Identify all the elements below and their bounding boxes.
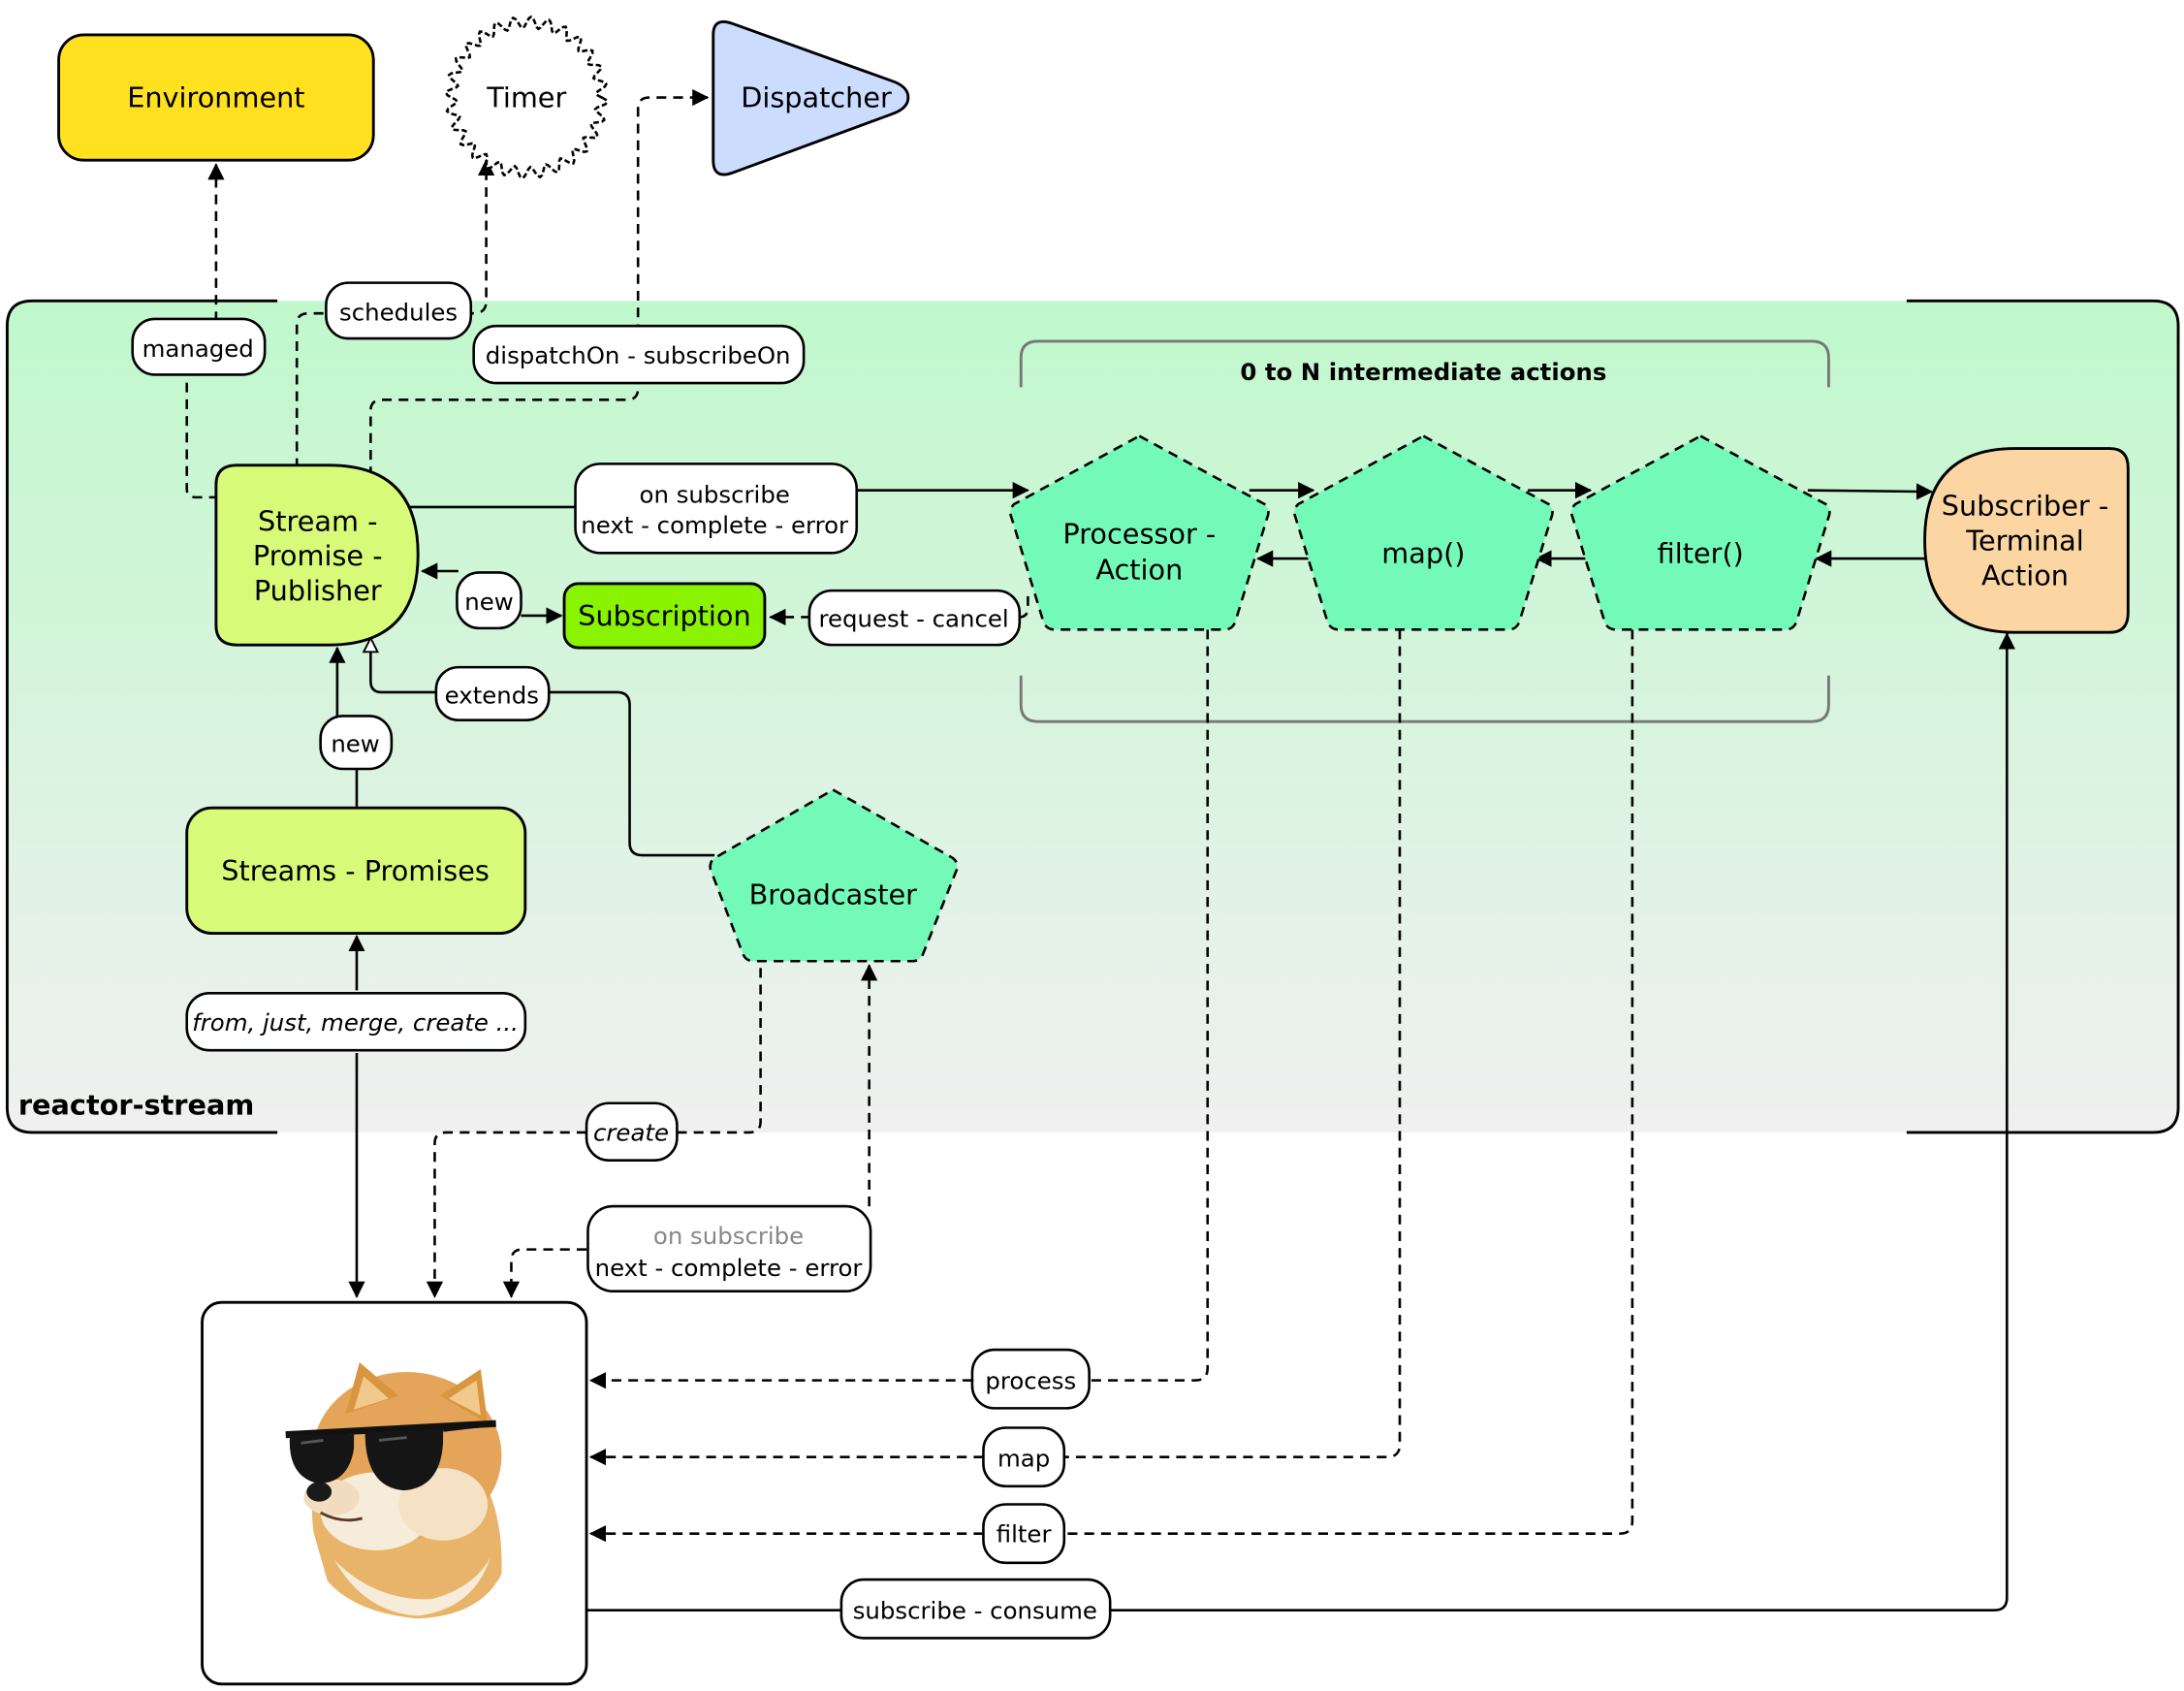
edge-schedules	[295, 158, 495, 468]
user-box	[201, 1300, 588, 1686]
edge-extends	[370, 638, 715, 857]
subscriber-label-3: Action	[1981, 558, 2069, 591]
subscriber-label-2: Terminal	[1965, 524, 2083, 557]
label-extends: extends	[434, 665, 551, 722]
subscriber-label-1: Subscriber -	[1942, 490, 2108, 523]
label-dispatch-on: dispatchOn - subscribeOn	[472, 324, 806, 385]
edge-on-subscribe	[406, 491, 1029, 509]
label-schedules-text: schedules	[339, 298, 458, 326]
label-subscribe-consume-text: subscribe - consume	[853, 1596, 1097, 1624]
node-broadcaster: Broadcaster	[709, 788, 959, 963]
edge-request-cancel	[771, 595, 1029, 618]
label-map-text: map	[997, 1445, 1050, 1473]
label-filter: filter	[982, 1503, 1066, 1565]
label-new-stream: new	[319, 715, 394, 771]
node-environment: Environment	[57, 33, 375, 162]
doge-icon	[285, 1361, 502, 1619]
label-on-subscribe-line-1: on subscribe	[640, 481, 790, 509]
node-timer: Timer	[444, 15, 610, 180]
node-dispatcher: Dispatcher	[712, 20, 910, 176]
label-managed: managed	[131, 317, 267, 376]
label-new-subscription-text: new	[464, 588, 513, 616]
edge-filter	[590, 629, 1634, 1533]
edge-new-stream	[337, 648, 359, 807]
edge-filter-to-subscriber	[1807, 483, 1934, 500]
edge-labels: managed schedules dispatchOn - subscribe…	[131, 281, 1112, 1640]
label-on-subscribe: on subscribe next - complete - error	[574, 463, 859, 555]
label-schedules: schedules	[325, 281, 473, 340]
label-request-cancel: request - cancel	[807, 589, 1022, 647]
edge-managed	[185, 163, 225, 499]
intermediate-actions-bracket: 0 to N intermediate actions	[1019, 339, 1830, 723]
node-processor-action: Processor - Action	[1008, 434, 1270, 631]
label-create: create	[585, 1101, 679, 1162]
dispatcher-label: Dispatcher	[741, 81, 892, 114]
stream-label-3: Publisher	[254, 574, 382, 607]
node-subscription: Subscription	[562, 582, 767, 650]
label-managed-text: managed	[142, 335, 254, 363]
label-process: process	[970, 1348, 1091, 1410]
label-user-on-subscribe-line-2: next - complete - error	[595, 1254, 864, 1282]
label-create-text: create	[593, 1119, 669, 1147]
edge-dispatch-on	[369, 88, 710, 477]
label-dispatch-on-text: dispatchOn - subscribeOn	[486, 341, 791, 369]
broadcaster-label: Broadcaster	[749, 877, 918, 910]
subscription-label: Subscription	[578, 599, 750, 632]
node-map: map()	[1293, 434, 1554, 631]
region-border	[5, 299, 2180, 1134]
label-process-text: process	[985, 1366, 1076, 1394]
label-filter-text: filter	[997, 1519, 1053, 1547]
stream-label-1: Stream -	[258, 504, 377, 537]
label-user-on-subscribe-line-1: on subscribe	[653, 1222, 804, 1250]
node-stream-publisher: Stream - Promise - Publisher	[214, 463, 420, 647]
label-request-cancel-text: request - cancel	[819, 604, 1009, 632]
edge-process	[590, 629, 1210, 1380]
node-filter: filter()	[1569, 434, 1831, 631]
timer-label: Timer	[486, 81, 566, 114]
edge-create	[434, 965, 762, 1297]
label-user-on-subscribe: on subscribe next - complete - error	[586, 1204, 872, 1292]
edge-user-on-subscribe-down	[502, 1248, 587, 1298]
label-from-just-text: from, just, merge, create ...	[192, 1008, 519, 1037]
streams-promises-label: Streams - Promises	[221, 854, 490, 887]
label-extends-text: extends	[445, 681, 539, 709]
label-subscribe-consume: subscribe - consume	[839, 1578, 1112, 1640]
edges	[185, 88, 2008, 1611]
processor-label-2: Action	[1095, 554, 1183, 587]
edge-subscribe-consume	[586, 634, 2007, 1611]
intermediate-actions-title: 0 to N intermediate actions	[1240, 358, 1606, 386]
label-map: map	[982, 1426, 1066, 1488]
stream-label-2: Promise -	[253, 539, 383, 572]
label-from-just: from, just, merge, create ...	[185, 991, 527, 1052]
label-new-subscription: new	[456, 571, 522, 630]
edge-map	[590, 629, 1402, 1456]
label-on-subscribe-line-2: next - complete - error	[581, 511, 849, 539]
label-new-stream-text: new	[331, 730, 379, 758]
node-subscriber-terminal-action: Subscriber - Terminal Action	[1923, 447, 2130, 634]
environment-label: Environment	[127, 81, 304, 114]
processor-label-1: Processor -	[1062, 517, 1216, 550]
map-label: map()	[1381, 536, 1465, 569]
region-title: reactor-stream	[18, 1088, 254, 1121]
filter-label: filter()	[1658, 536, 1744, 569]
node-streams-promises: Streams - Promises	[185, 806, 527, 935]
